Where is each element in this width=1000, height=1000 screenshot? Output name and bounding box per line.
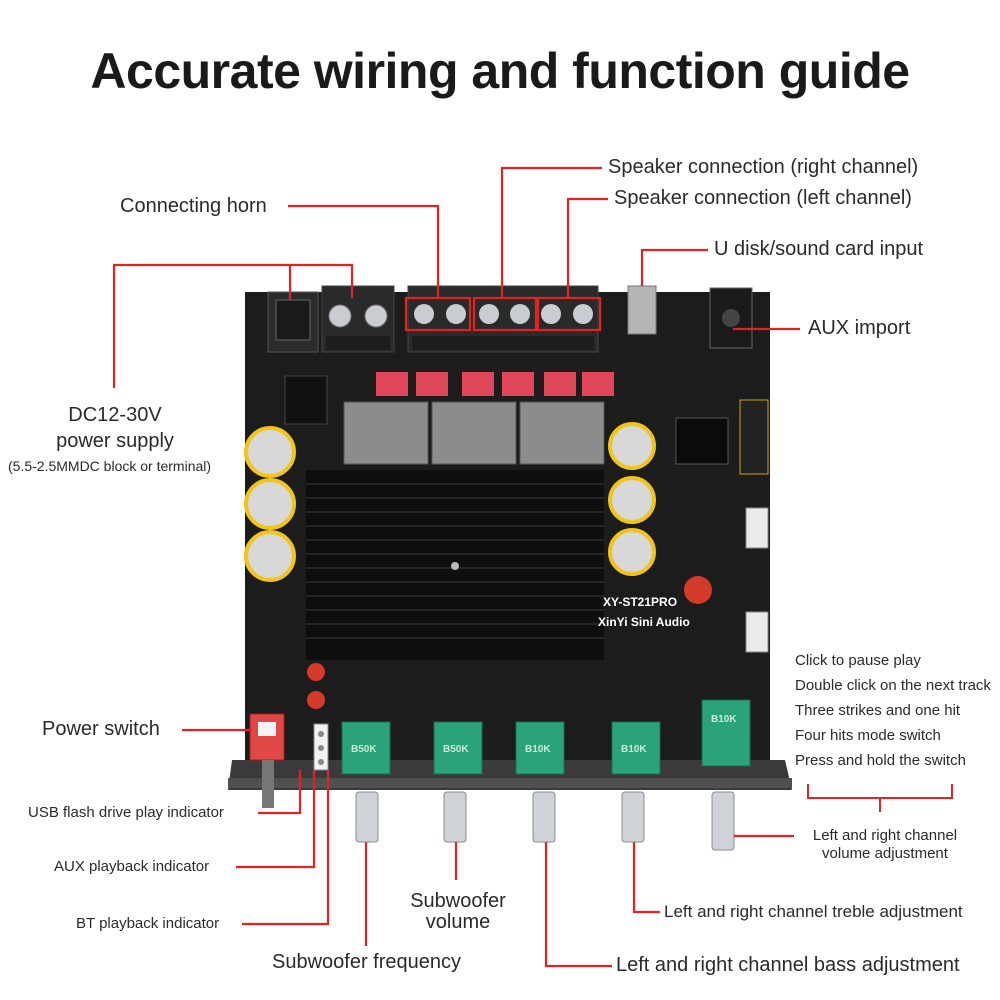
pot-label-2: B50K [443, 744, 469, 755]
label-dc-power-2: power supply [56, 430, 174, 452]
page-title: Accurate wiring and function guide [90, 43, 910, 99]
knob-function-2: Double click on the next track [795, 677, 991, 694]
knob-function-4: Four hits mode switch [795, 727, 941, 744]
side-connector-2 [745, 611, 769, 653]
label-u-disk: U disk/sound card input [714, 238, 924, 260]
power-terminal [321, 285, 395, 353]
label-subwoofer-frequency: Subwoofer frequency [272, 951, 462, 973]
potentiometers [341, 699, 751, 775]
knob-function-5: Press and hold the switch [795, 752, 966, 769]
inductors [343, 401, 605, 465]
film-capacitors [376, 372, 614, 396]
label-speaker-left: Speaker connection (left channel) [614, 187, 912, 209]
pot-label-3: B10K [525, 744, 551, 755]
label-dc-power-1: DC12-30V [68, 404, 162, 426]
bt-antenna [739, 399, 769, 475]
highlight-right [472, 296, 538, 332]
label-dc-power-3: (5.5-2.5MMDC block or terminal) [8, 458, 212, 474]
label-bass-adjust: Left and right channel bass adjustment [616, 954, 960, 976]
board-brand-text: XinYi Sini Audio [598, 615, 690, 629]
label-connecting-horn: Connecting horn [120, 195, 267, 217]
label-volume-adjust-1: Left and right channel [812, 827, 958, 844]
pot-label-4: B10K [621, 744, 647, 755]
barrel-jack [284, 375, 328, 425]
bt-chip [675, 417, 729, 465]
knob-shafts [355, 791, 735, 851]
pot-label-5: B10K [711, 714, 737, 725]
label-aux-indicator: AUX playback indicator [54, 858, 210, 875]
knob-function-3: Three strikes and one hit [795, 702, 961, 719]
label-usb-indicator: USB flash drive play indicator [28, 804, 224, 821]
label-subwoofer-volume-2: volume [425, 911, 491, 933]
label-speaker-right: Speaker connection (right channel) [608, 156, 919, 178]
board-model-text: XY-ST21PRO [603, 595, 677, 609]
knob-function-1: Click to pause play [795, 652, 921, 669]
label-aux-import: AUX import [808, 317, 911, 339]
pot-label-1: B50K [351, 744, 377, 755]
usb-port [627, 285, 657, 335]
electrolytic-caps-right [608, 422, 712, 604]
small-cap [307, 663, 325, 681]
heatsink [306, 470, 604, 660]
label-treble-adjust: Left and right channel treble adjustment [664, 902, 963, 921]
electrolytic-caps-left [244, 426, 296, 582]
label-power-switch: Power switch [42, 718, 160, 740]
side-connector-1 [745, 507, 769, 549]
power-switch-body [249, 713, 285, 808]
label-bt-indicator: BT playback indicator [76, 915, 220, 932]
label-volume-adjust-2: volume adjustment [822, 845, 948, 862]
label-subwoofer-volume-1: Subwoofer [410, 890, 506, 912]
